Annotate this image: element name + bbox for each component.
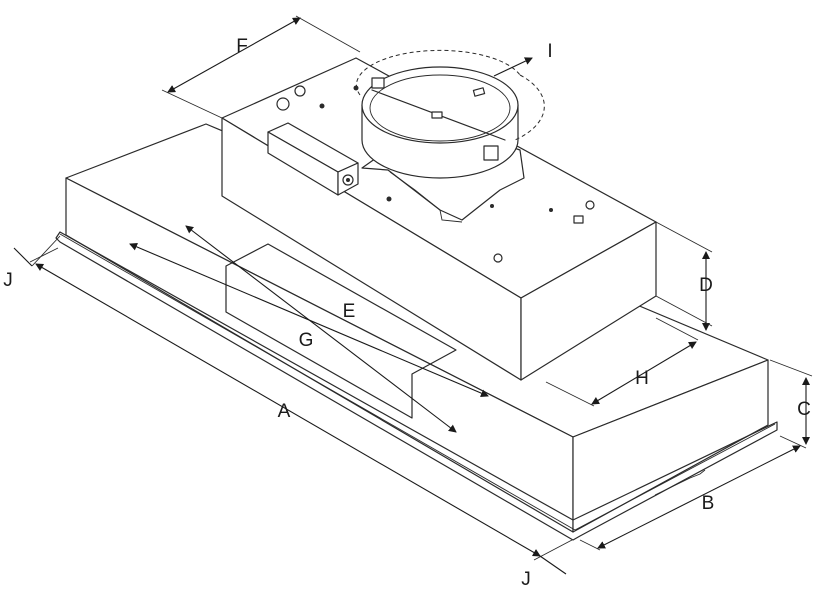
label-j-bottom: J (521, 569, 531, 590)
label-i: I (547, 41, 552, 62)
dimension-j-left-line (13, 247, 33, 267)
dimension-b-line (597, 445, 801, 549)
label-f: F (236, 36, 248, 57)
collar-top-rim (361, 66, 519, 144)
dimension-lines (13, 15, 813, 575)
dimension-f-line (167, 17, 301, 93)
junction-box (267, 122, 359, 196)
duct-collar (355, 49, 545, 223)
dimension-labels: A B C D E F G H I J J (3, 36, 811, 590)
dimension-j-bottom-line (539, 555, 567, 575)
label-b: B (702, 493, 715, 514)
label-j-left: J (3, 270, 13, 291)
dimension-i-arrow (493, 57, 533, 77)
label-h: H (635, 368, 649, 389)
label-c: C (797, 399, 811, 420)
dimension-g-line (185, 225, 457, 433)
label-a: A (278, 401, 291, 422)
label-g: G (299, 330, 314, 351)
label-e: E (343, 301, 356, 322)
label-d: D (699, 275, 713, 296)
dimension-h-line (591, 341, 697, 405)
damper-swing-path (355, 49, 521, 96)
